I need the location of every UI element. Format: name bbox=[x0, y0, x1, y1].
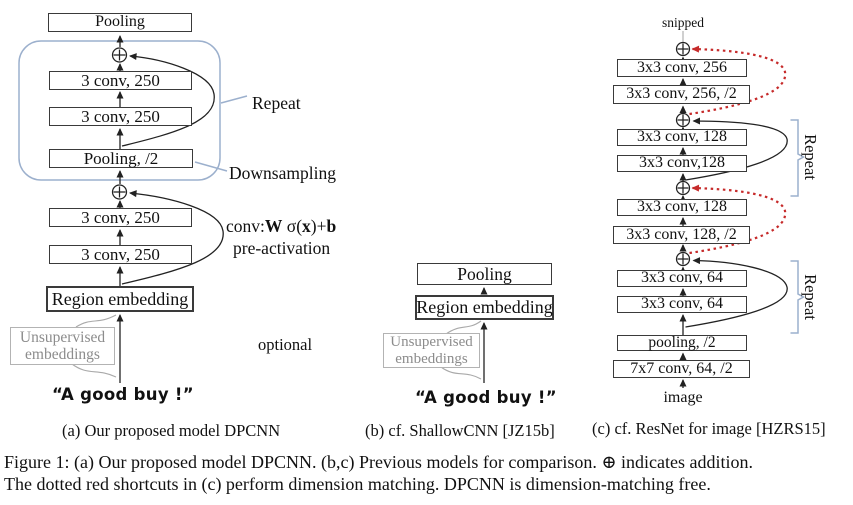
repeat-label: Repeat bbox=[801, 134, 820, 180]
repeat-pointer-line bbox=[220, 95, 248, 104]
shortcut-arc-a2 bbox=[121, 190, 224, 285]
box-conv: 3x3 conv, 128 bbox=[617, 128, 747, 146]
box-conv: 3x3 conv, 64 bbox=[617, 295, 747, 313]
box-conv-250: 3 conv, 250 bbox=[49, 208, 192, 227]
box-conv-250: 3 conv, 250 bbox=[49, 245, 192, 264]
box-conv: 3x3 conv, 256, /2 bbox=[613, 85, 750, 104]
input-sentence: “A good buy !” bbox=[52, 385, 194, 404]
box-conv: 3x3 conv, 256 bbox=[617, 59, 747, 77]
panel-a-unsupervised-braces bbox=[71, 314, 117, 378]
box-region-embedding: Region embedding bbox=[46, 286, 194, 312]
figure-caption-line-2: The dotted red shortcuts in (c) perform … bbox=[4, 474, 711, 494]
snipped-label: snipped bbox=[662, 15, 704, 30]
plus-circle-icon bbox=[675, 41, 691, 57]
panel-c-caption: (c) cf. ResNet for image [HZRS15] bbox=[592, 419, 826, 438]
box-conv: 7x7 conv, 64, /2 bbox=[613, 360, 750, 378]
panel-a-arrows bbox=[116, 35, 224, 383]
box-region-embedding: Region embedding bbox=[415, 295, 554, 320]
conv-formula-label: conv:W σ(x)+b bbox=[226, 216, 336, 237]
image-input-label: image bbox=[663, 389, 703, 406]
optional-label: optional bbox=[258, 335, 313, 354]
formula-part: σ( bbox=[282, 216, 303, 236]
plus-circle-icon bbox=[675, 112, 691, 128]
plus-circle-icon bbox=[675, 251, 691, 267]
plus-circle-icon bbox=[675, 180, 691, 196]
box-conv: 3x3 conv, 128 bbox=[617, 198, 747, 216]
plus-circle-icon bbox=[111, 47, 128, 63]
plus-circle-icon bbox=[111, 184, 128, 200]
formula-part: x bbox=[302, 216, 311, 236]
box-conv: 3x3 conv,128 bbox=[617, 154, 747, 172]
formula-part: conv: bbox=[226, 216, 265, 236]
figure-caption-line-1: Figure 1: (a) Our proposed model DPCNN. … bbox=[4, 452, 753, 472]
red-dotted-shortcut-2 bbox=[689, 184, 787, 255]
box-unsupervised-embeddings: Unsupervised embeddings bbox=[10, 327, 115, 365]
downsampling-label: Downsampling bbox=[229, 163, 336, 183]
repeat-label: Repeat bbox=[801, 274, 820, 320]
box-pooling-half: Pooling, /2 bbox=[49, 149, 193, 168]
shortcut-arc-a1 bbox=[121, 53, 215, 147]
panel-a-caption: (a) Our proposed model DPCNN bbox=[62, 421, 281, 440]
downsampling-pointer-line bbox=[194, 161, 228, 172]
box-conv: 3x3 conv, 128, /2 bbox=[613, 226, 750, 244]
repeat-bracket-2 bbox=[790, 260, 806, 334]
preactivation-label: pre-activation bbox=[233, 238, 331, 258]
box-conv-250: 3 conv, 250 bbox=[49, 107, 192, 126]
panel-b-caption: (b) cf. ShallowCNN [JZ15b] bbox=[365, 421, 555, 440]
formula-part: W bbox=[264, 216, 283, 236]
repeat-label: Repeat bbox=[252, 93, 301, 113]
resnet-skip-arc-2 bbox=[685, 257, 788, 328]
panel-b-arrows bbox=[440, 287, 488, 383]
repeat-bracket-1 bbox=[790, 119, 806, 197]
input-sentence: “A good buy !” bbox=[415, 388, 557, 407]
box-conv: 3x3 conv, 64 bbox=[617, 269, 747, 287]
formula-part: )+ bbox=[310, 216, 327, 236]
formula-part: b bbox=[326, 216, 337, 236]
box-pooling: Pooling bbox=[417, 263, 552, 285]
box-pooling-top: Pooling bbox=[48, 13, 192, 32]
red-dotted-shortcut-1 bbox=[689, 45, 787, 116]
box-unsupervised-embeddings: Unsupervised embeddings bbox=[383, 333, 480, 368]
box-pooling-half: pooling, /2 bbox=[617, 334, 747, 351]
box-conv-250: 3 conv, 250 bbox=[49, 71, 192, 90]
